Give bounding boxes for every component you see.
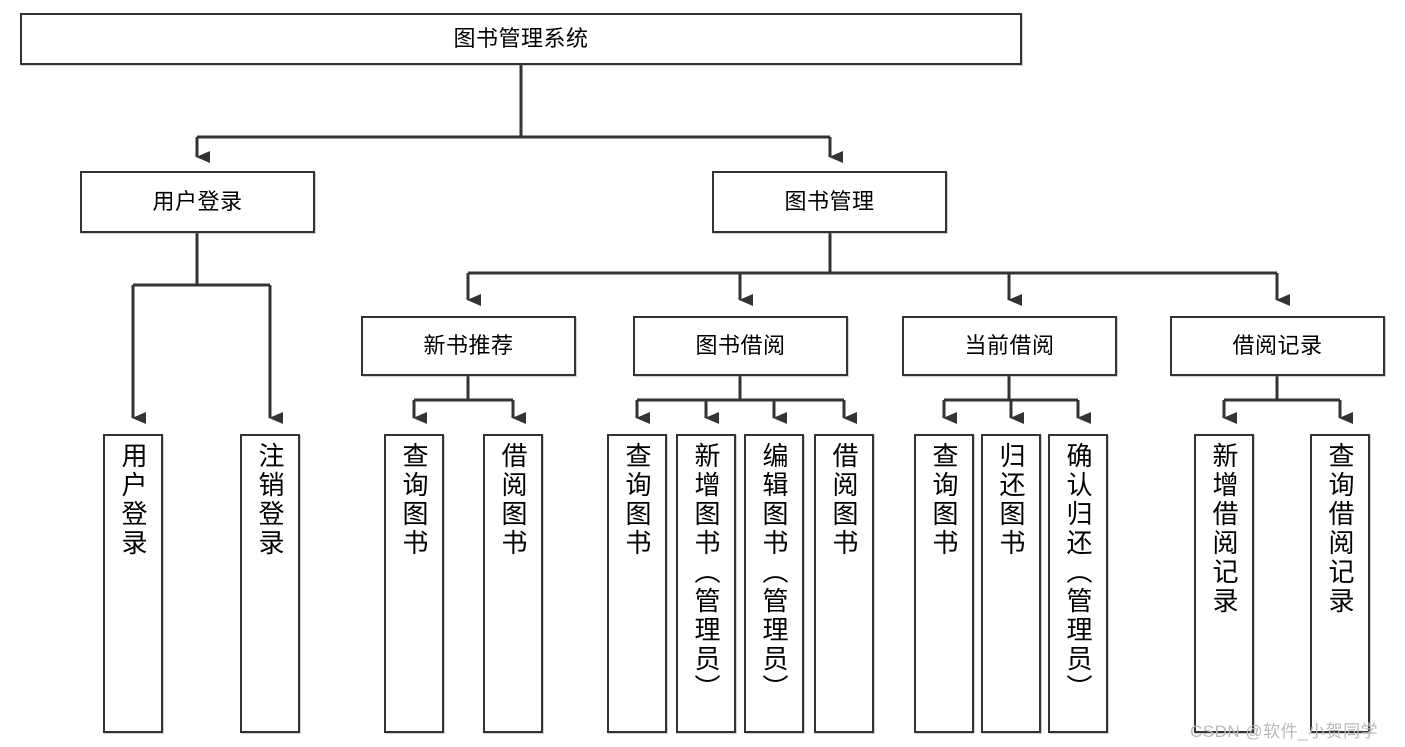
leaf-add-borrow-record[interactable]: 新增借阅记录 (1194, 434, 1254, 733)
node-user-login-label: 用户登录 (152, 189, 243, 215)
leaf-query-book-1[interactable]: 查询图书 (384, 434, 444, 733)
leaf-borrow-book-1[interactable]: 借阅图书 (483, 434, 543, 733)
leaf-add-book-admin[interactable]: 新增图书（管理员） (676, 434, 736, 733)
node-root[interactable]: 图书管理系统 (20, 13, 1022, 65)
watermark-text: CSDN @软件_小贺同学 (1190, 722, 1379, 741)
leaf-logout-label: 注销登录 (255, 442, 285, 558)
node-new-book-recommend-label: 新书推荐 (423, 333, 514, 359)
leaf-query-borrow-record[interactable]: 查询借阅记录 (1310, 434, 1370, 733)
leaf-logout[interactable]: 注销登录 (240, 434, 300, 733)
leaf-return-book-label: 归还图书 (996, 442, 1026, 558)
leaf-confirm-return-admin-label: 确认归还（管理员） (1063, 442, 1093, 703)
leaf-borrow-book-1-label: 借阅图书 (498, 442, 528, 558)
leaf-query-book-2[interactable]: 查询图书 (607, 434, 667, 733)
leaf-borrow-book-2-label: 借阅图书 (829, 442, 859, 558)
node-book-borrow[interactable]: 图书借阅 (633, 316, 848, 376)
leaf-borrow-book-2[interactable]: 借阅图书 (814, 434, 874, 733)
leaf-add-book-admin-label: 新增图书（管理员） (691, 442, 721, 703)
leaf-add-borrow-record-label: 新增借阅记录 (1209, 442, 1239, 616)
leaf-query-book-3[interactable]: 查询图书 (914, 434, 974, 733)
node-book-management[interactable]: 图书管理 (712, 171, 947, 233)
node-book-management-label: 图书管理 (784, 189, 875, 215)
leaf-confirm-return-admin[interactable]: 确认归还（管理员） (1048, 434, 1108, 733)
leaf-query-book-2-label: 查询图书 (622, 442, 652, 558)
node-root-label: 图书管理系统 (453, 26, 589, 52)
leaf-edit-book-admin[interactable]: 编辑图书（管理员） (744, 434, 804, 733)
leaf-query-book-3-label: 查询图书 (929, 442, 959, 558)
node-current-borrow[interactable]: 当前借阅 (902, 316, 1117, 376)
leaf-query-borrow-record-label: 查询借阅记录 (1325, 442, 1355, 616)
leaf-return-book[interactable]: 归还图书 (981, 434, 1041, 733)
leaf-user-login-label: 用户登录 (118, 442, 148, 558)
node-borrow-records[interactable]: 借阅记录 (1170, 316, 1385, 376)
node-new-book-recommend[interactable]: 新书推荐 (361, 316, 576, 376)
node-current-borrow-label: 当前借阅 (964, 333, 1055, 359)
node-user-login[interactable]: 用户登录 (80, 171, 315, 233)
leaf-user-login[interactable]: 用户登录 (103, 434, 163, 733)
leaf-query-book-1-label: 查询图书 (399, 442, 429, 558)
node-borrow-records-label: 借阅记录 (1232, 333, 1323, 359)
node-book-borrow-label: 图书借阅 (695, 333, 786, 359)
leaf-edit-book-admin-label: 编辑图书（管理员） (759, 442, 789, 703)
